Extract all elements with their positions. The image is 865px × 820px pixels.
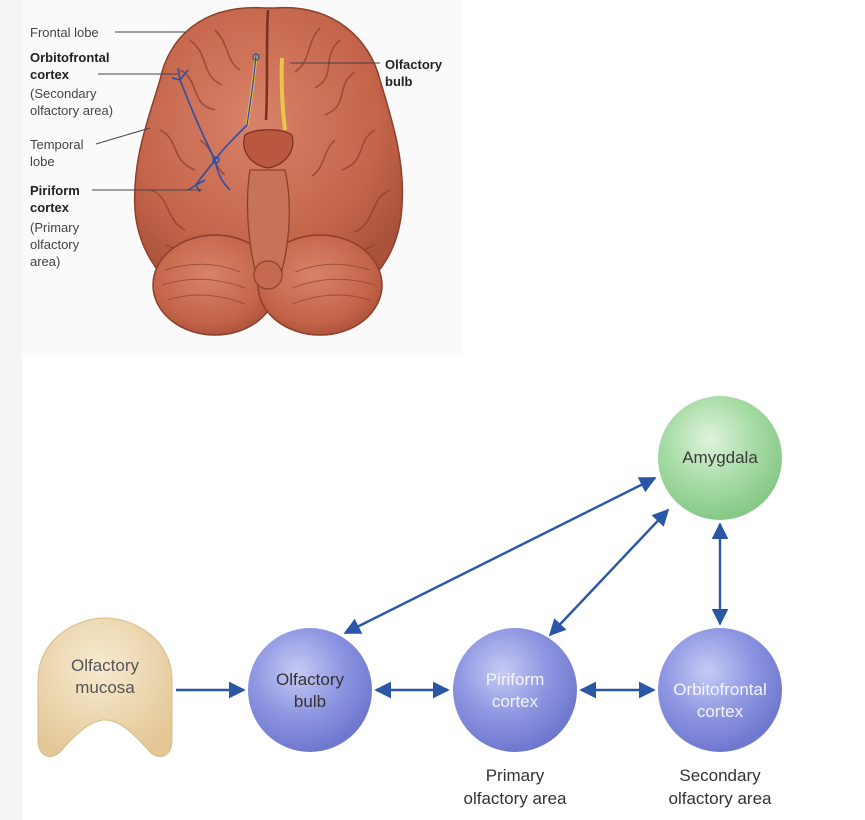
amygdala-label: Amygdala [682,448,758,467]
label-orbitofrontal-cortex: Orbitofrontal cortex [30,50,110,82]
orbitofrontal-cortex-node [658,628,782,752]
amygdala-node [658,396,782,520]
label-piriform-cortex: Piriform cortex [30,183,80,215]
label-temporal-lobe: Temporal lobe [30,137,84,169]
label-frontal-lobe: Frontal lobe [30,25,99,40]
pathway-arrows [176,476,729,699]
arrow-amygdala-piriform [548,508,670,637]
olfactory-pathways-blue [171,67,248,193]
orbitofrontal-label: Orbitofrontal cortex [673,680,767,721]
olfactory-tract-right [279,57,287,131]
bulb-label: Olfactory bulb [275,670,345,711]
olfactory-bulb-node [248,628,372,752]
brain-illustration [133,7,404,336]
arrow-amygdala-bulb [343,476,657,635]
piriform-label: Piriform cortex [485,670,545,711]
brain-leader-lines [92,31,380,191]
caption-primary-olfactory-area: Primary olfactory area [463,766,567,808]
label-piriform-sub: (Primary olfactory area) [30,220,80,269]
longitudinal-fissure [264,9,270,121]
label-orbitofrontal-sub: (Secondary olfactory area) [30,86,114,118]
piriform-cortex-node [453,628,577,752]
mucosa-label: Olfactory mucosa [70,656,140,697]
caption-secondary-olfactory-area: Secondary olfactory area [668,766,772,808]
left-margin-strip [0,0,22,820]
olfactory-mucosa-shape [37,617,173,757]
label-olfactory-bulb-brain: Olfactory bulb [385,57,443,89]
